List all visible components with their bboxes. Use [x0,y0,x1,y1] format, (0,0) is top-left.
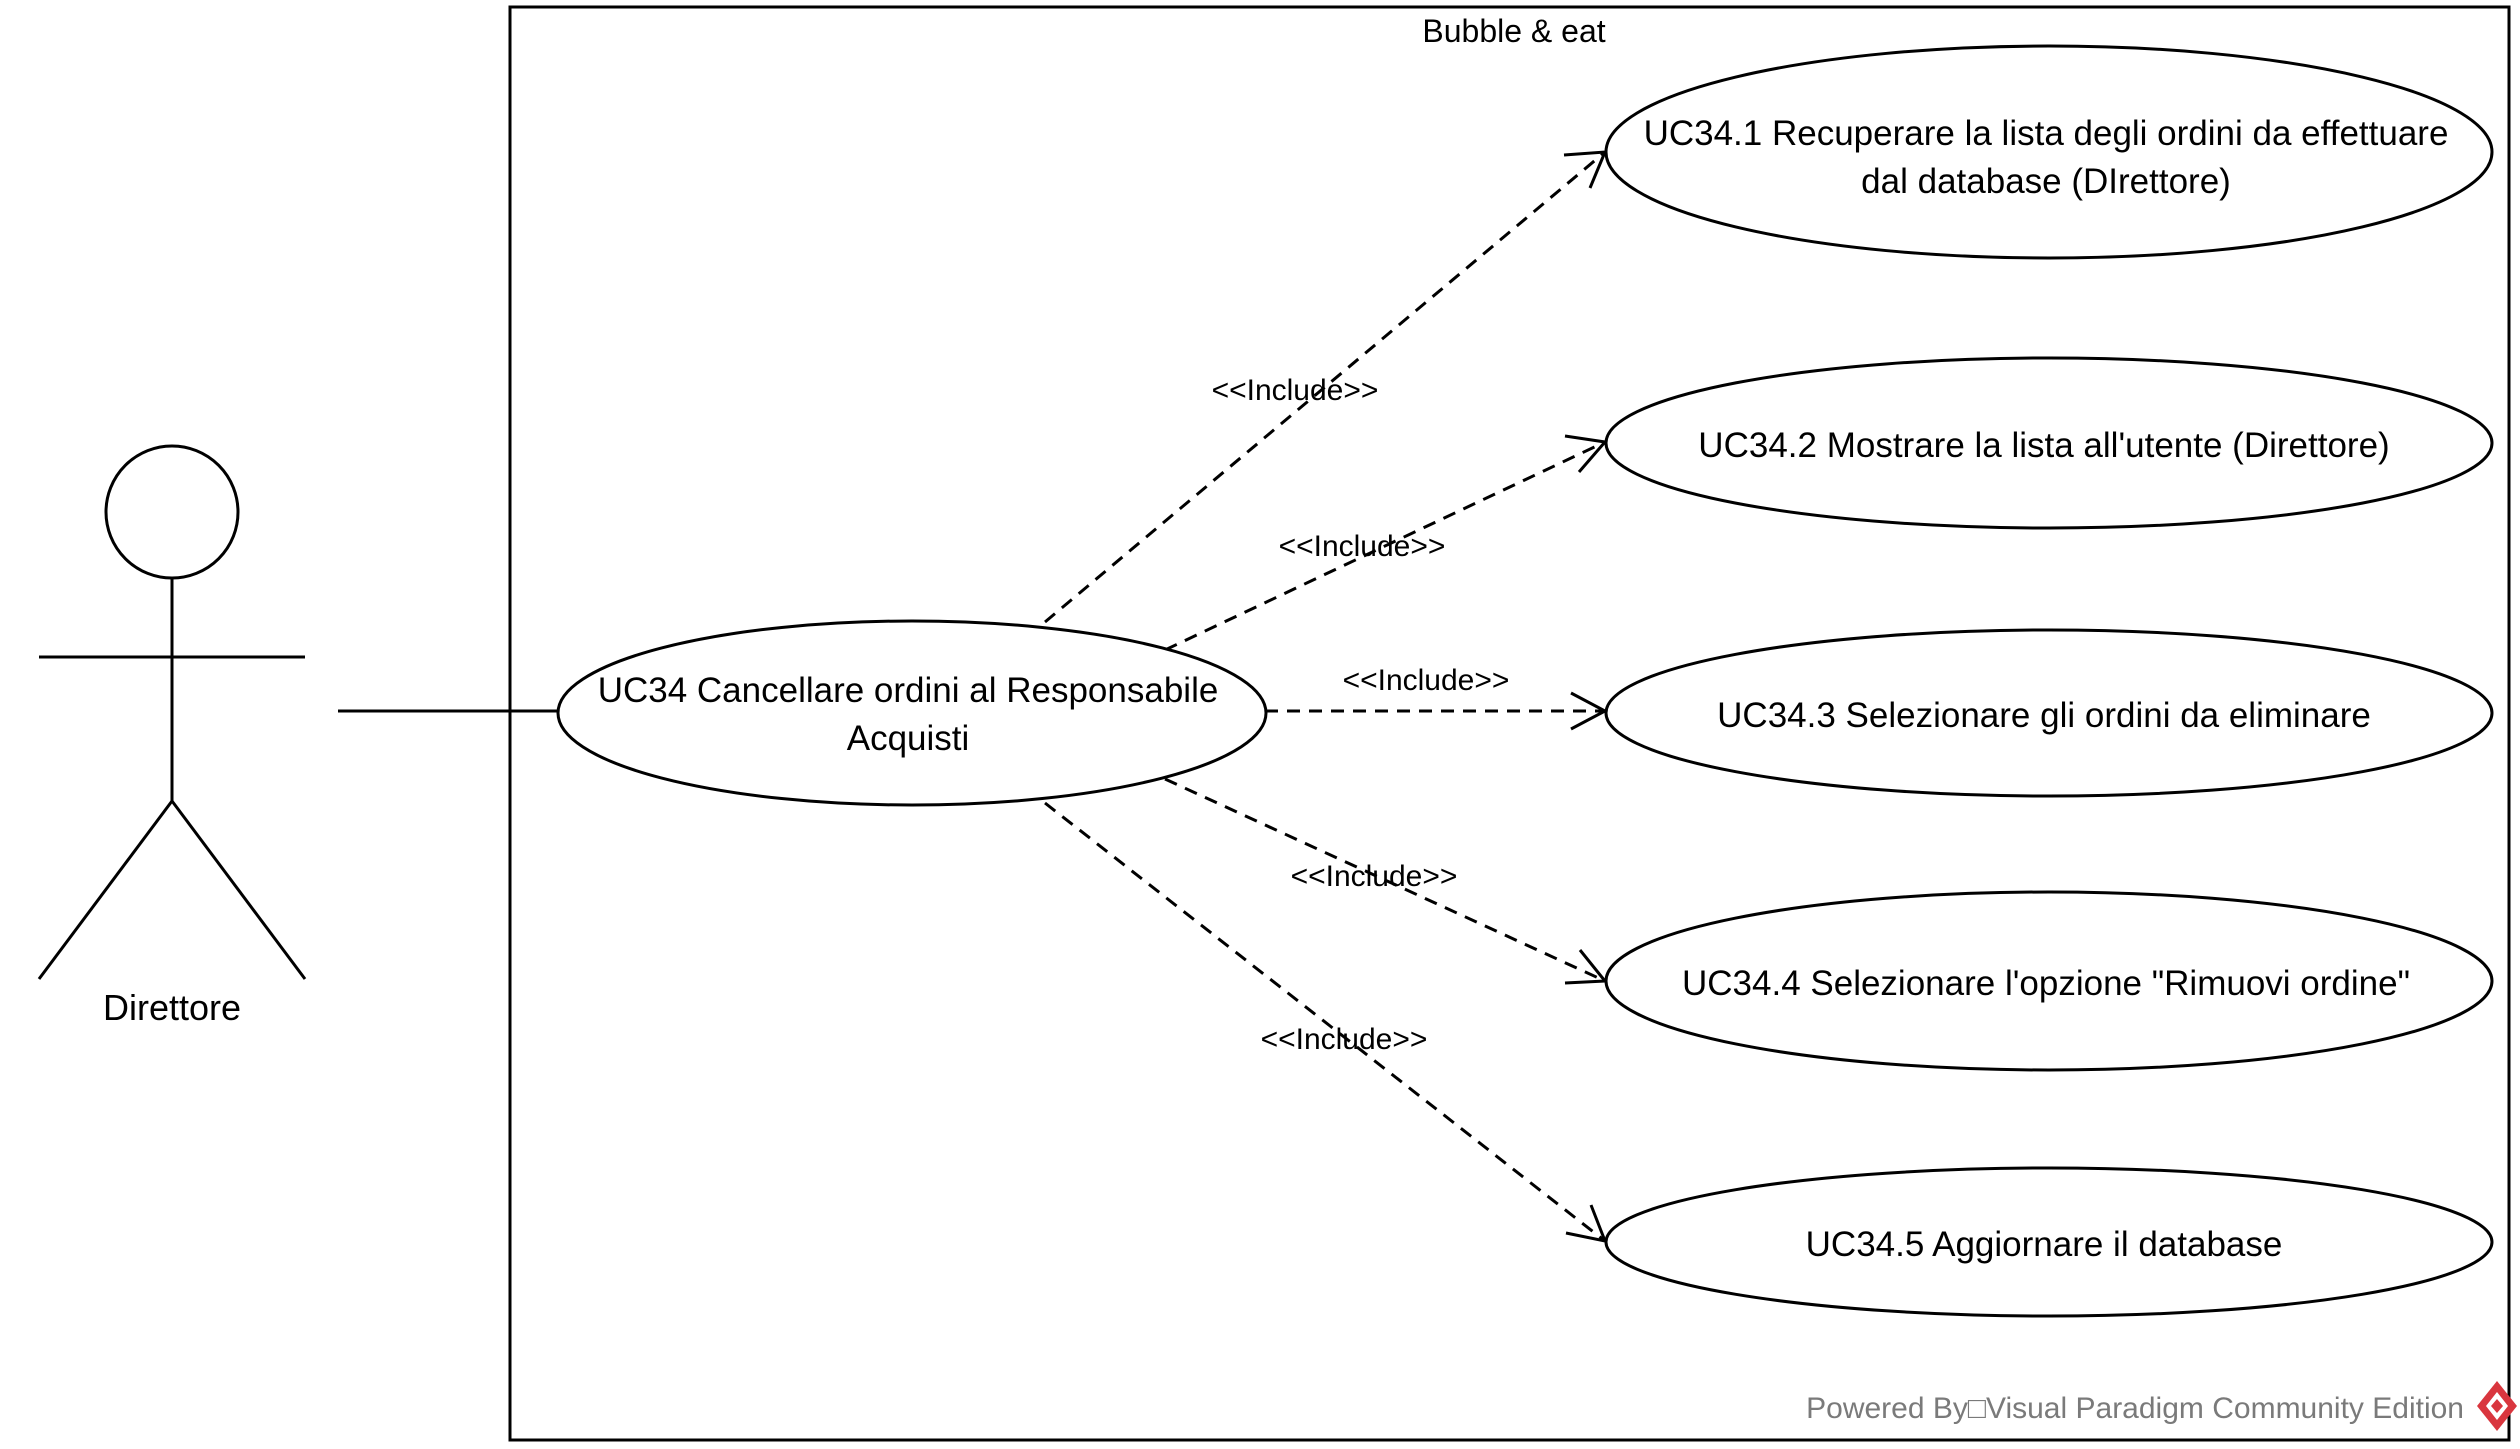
use-case-uc34-1[interactable]: UC34.1 Recuperare la lista degli ordini … [1604,44,2494,260]
use-case-label-line1: UC34 Cancellare ordini al Responsabile [598,671,1219,710]
use-case-ellipse [1604,628,2494,798]
use-case-uc34-4[interactable]: UC34.4 Selezionare l'opzione "Rimuovi or… [1604,890,2494,1072]
use-case-uc34-2[interactable]: UC34.2 Mostrare la lista all'utente (Dir… [1604,356,2494,530]
include-relationship-3[interactable]: <<Include>> [1265,664,1609,731]
actor-label: Direttore [103,987,241,1028]
actor-head [104,444,240,580]
use-case-ellipse [1604,356,2494,530]
include-relationship-2[interactable]: <<Include>> [1164,434,1608,652]
include-label: <<Include>> [1261,1023,1428,1056]
use-case-uc34-5[interactable]: UC34.5 Aggiornare il database [1604,1166,2494,1318]
use-case-ellipse [1604,1166,2494,1318]
actor-right-leg [170,800,307,980]
use-case-label: UC34.4 Selezionare l'opzione "Rimuovi or… [1682,964,2410,1003]
use-case-label: UC34.3 Selezionare gli ordini da elimina… [1717,696,2371,735]
include-label: <<Include>> [1343,664,1510,697]
include-label: <<Include>> [1291,860,1458,893]
watermark-text: Powered By□Visual Paradigm Community Edi… [1806,1392,2464,1425]
use-case-label: UC34.2 Mostrare la lista all'utente (Dir… [1698,426,2389,465]
use-case-ellipse [1604,890,2494,1072]
use-case-label: UC34.5 Aggiornare il database [1806,1225,2283,1264]
include-label: <<Include>> [1279,530,1446,563]
use-case-uc34[interactable]: UC34 Cancellare ordini al Responsabile A… [556,619,1268,807]
use-case-label-line2: dal database (DIrettore) [1861,162,2231,201]
arrowhead [1565,1204,1608,1244]
use-case-label-line2: Acquisti [847,719,970,758]
arrowhead [1564,434,1608,473]
include-relationship-4[interactable]: <<Include>> [1164,777,1609,985]
use-case-ellipse [556,619,1268,807]
visual-paradigm-logo-icon [2477,1381,2517,1431]
use-case-ellipse [1604,44,2494,260]
system-title: Bubble & eat [1422,13,1605,49]
actor-direttore[interactable]: Direttore [37,444,307,1028]
include-label: <<Include>> [1212,374,1379,407]
use-case-label-line1: UC34.1 Recuperare la lista degli ordini … [1644,114,2449,153]
actor-left-leg [37,800,174,980]
use-case-uc34-3[interactable]: UC34.3 Selezionare gli ordini da elimina… [1604,628,2494,798]
system-boundary[interactable] [508,5,2511,1442]
watermark: Powered By□Visual Paradigm Community Edi… [1806,1381,2517,1431]
